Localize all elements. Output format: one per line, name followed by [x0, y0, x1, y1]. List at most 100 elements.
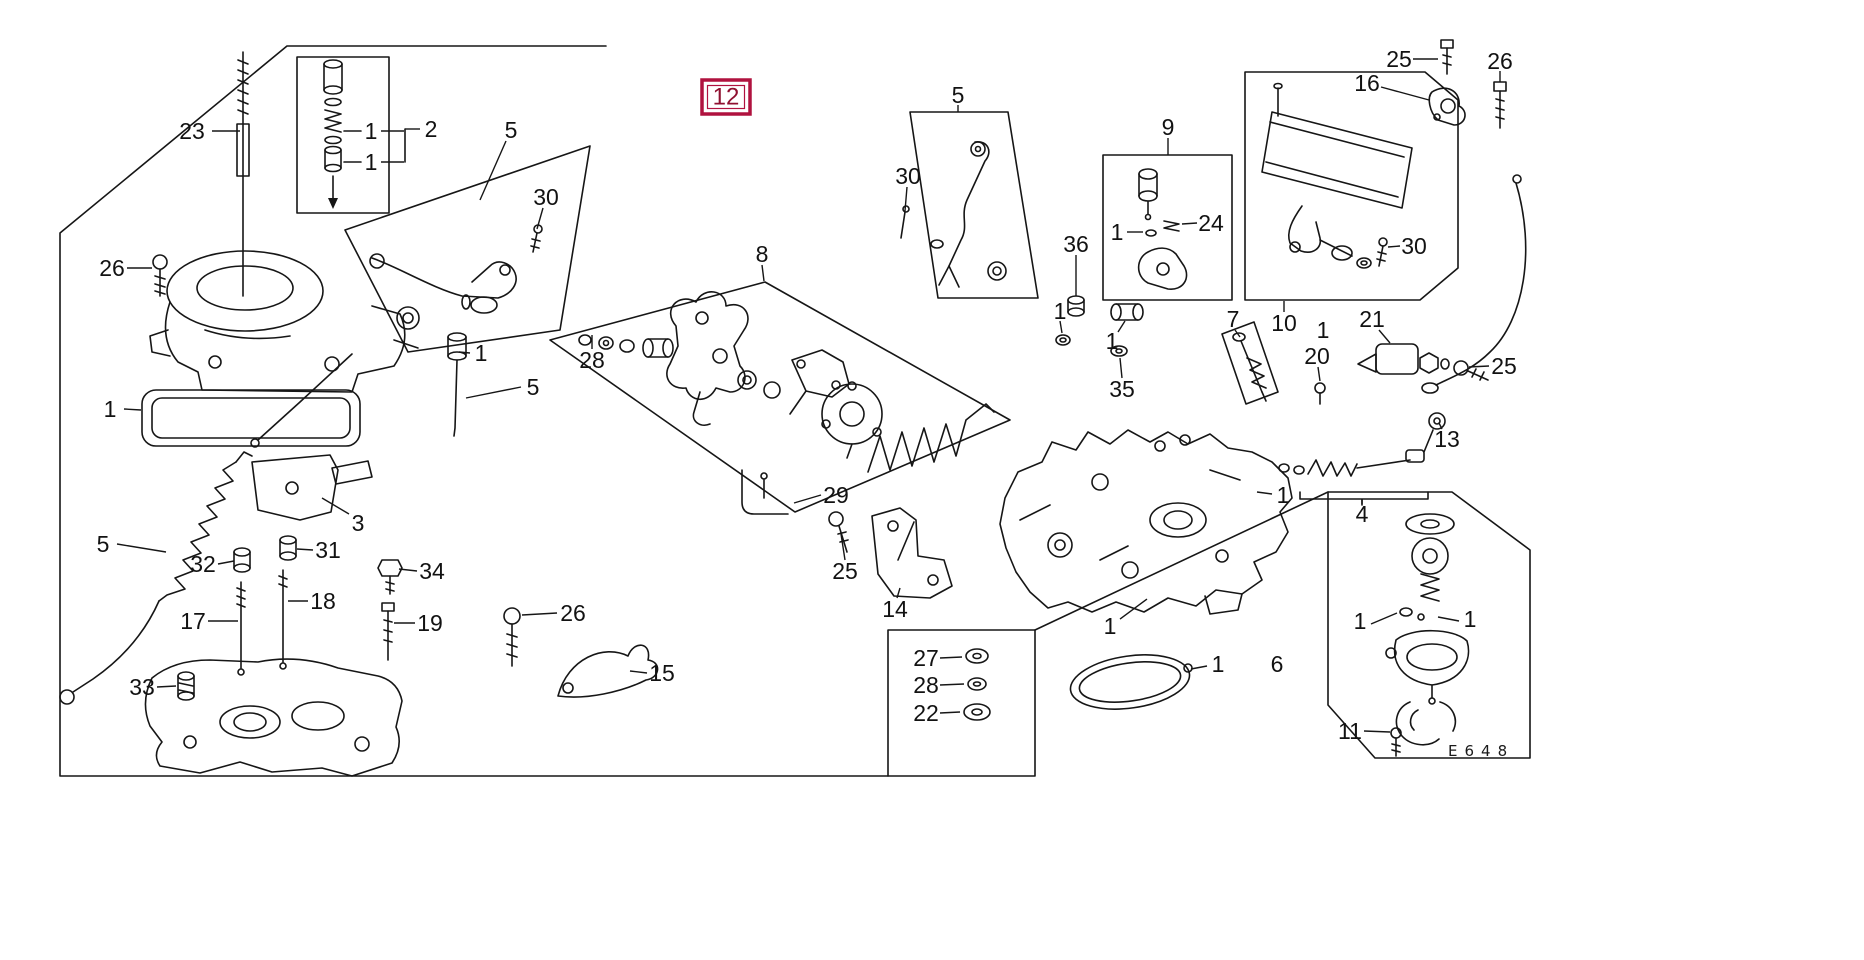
lower-body-and-hardware	[59, 451, 953, 777]
part-callout-34: 34	[419, 558, 445, 584]
part-callout-1h: 1	[1104, 613, 1117, 639]
part-callout-5b: 5	[952, 82, 965, 108]
plunger-box	[1137, 168, 1188, 290]
part-callout-4: 4	[1356, 501, 1369, 527]
part-callout-21: 21	[1359, 306, 1385, 332]
center-choke-assembly	[578, 291, 995, 515]
leader-line-13	[1438, 422, 1443, 430]
part-callout-1m: 1	[1106, 328, 1119, 354]
part-callout-23: 23	[179, 118, 205, 144]
part-callout-11: 11	[1338, 718, 1362, 744]
leader-line-8	[761, 264, 765, 282]
leader-line-30a	[536, 207, 544, 230]
part-callout-1f: 1	[104, 396, 117, 422]
part-callout-26c: 26	[560, 600, 586, 626]
leader-line-34	[398, 568, 418, 572]
callout-bracket-lines	[343, 128, 406, 163]
leader-line-25c	[840, 533, 846, 561]
part-callout-5c: 5	[527, 374, 540, 400]
highlight-box-inner	[706, 84, 746, 110]
leader-line-1f	[123, 408, 142, 411]
leader-line-28b	[939, 683, 965, 686]
leader-line-20	[1317, 366, 1321, 382]
part-callout-26b: 26	[99, 255, 125, 281]
part-callout-32: 32	[190, 551, 216, 577]
leader-line-1l	[1059, 320, 1063, 334]
leader-line-30b	[904, 186, 908, 212]
part-callout-2: 2	[425, 116, 438, 142]
leader-line-33	[156, 685, 177, 688]
part-callout-1b: 1	[365, 149, 378, 175]
leader-line-26c	[521, 612, 558, 616]
part-callout-31: 31	[315, 537, 341, 563]
solenoid-and-linkage	[1232, 332, 1489, 506]
part-callout-1c: 1	[1111, 219, 1124, 245]
leader-line-21	[1378, 329, 1391, 344]
leader-line-31	[296, 548, 314, 551]
part-callout-1k: 1	[1464, 606, 1477, 632]
part-callout-17: 17	[180, 608, 206, 634]
leader-line-27	[939, 656, 963, 659]
part-callout-24: 24	[1198, 210, 1224, 236]
part-callout-5a: 5	[505, 117, 518, 143]
diaphragm-sub-assembly	[1385, 513, 1470, 757]
part-callout-18: 18	[310, 588, 336, 614]
part-callout-26a: 26	[1487, 48, 1513, 74]
part-callout-14: 14	[882, 596, 908, 622]
part-callout-16: 16	[1354, 70, 1380, 96]
stud-and-needle-stack	[236, 51, 343, 297]
leader-line-1e	[458, 351, 471, 354]
leader-line-1k	[1437, 616, 1460, 622]
leader-line-11	[1363, 730, 1391, 733]
part-callout-25c: 25	[832, 558, 858, 584]
carburetor-main-body	[999, 429, 1293, 710]
part-callout-30c: 30	[1401, 233, 1427, 259]
part-callout-35: 35	[1109, 376, 1135, 402]
leader-line-1i	[1190, 665, 1208, 670]
part-callout-22: 22	[913, 700, 939, 726]
part-callout-10: 10	[1271, 310, 1297, 336]
part-callout-13: 13	[1434, 426, 1460, 452]
part-callout-8: 8	[756, 241, 769, 267]
part-callout-25b: 25	[1491, 353, 1517, 379]
leader-line-7	[1234, 329, 1241, 338]
part-callout-36: 36	[1063, 231, 1089, 257]
part-callout-33: 33	[129, 674, 155, 700]
enclosure-outlines	[59, 45, 1531, 777]
part-callout-1e: 1	[475, 340, 488, 366]
part-callout-29: 29	[823, 482, 849, 508]
leader-line-3	[321, 497, 350, 515]
part-callout-5d: 5	[97, 531, 110, 557]
part-callout-3: 3	[352, 510, 365, 536]
part-callout-6: 6	[1271, 651, 1284, 677]
leader-line-32	[217, 560, 235, 565]
leader-line-1h	[1119, 598, 1148, 620]
part-callout-28b: 28	[913, 672, 939, 698]
part-callout-1g: 1	[1277, 482, 1290, 508]
leader-line-15	[629, 670, 648, 674]
leader-line-5a	[479, 140, 507, 201]
choke-lever-box	[900, 141, 1007, 288]
leader-line-29	[793, 494, 822, 504]
part-callout-1i: 1	[1212, 651, 1225, 677]
part-callout-27: 27	[913, 645, 939, 671]
part-callout-1d: 1	[1317, 317, 1330, 343]
part-callout-1l: 1	[1054, 298, 1067, 324]
part-callout-19: 19	[417, 610, 443, 636]
part-callout-7: 7	[1227, 306, 1240, 332]
leader-line-24	[1181, 222, 1198, 225]
part-callout-30a: 30	[533, 184, 559, 210]
leader-line-16	[1380, 86, 1430, 101]
leader-line-25b	[1468, 365, 1490, 368]
leader-line-14	[896, 587, 901, 599]
leader-line-22	[939, 711, 961, 714]
leader-line-30c	[1387, 245, 1401, 248]
leader-line-1j	[1370, 612, 1398, 625]
part-callout-9: 9	[1162, 114, 1175, 140]
small-fittings-cluster	[1055, 295, 1144, 357]
highlighted-part-ref[interactable]: 12	[700, 78, 752, 116]
part-callout-20: 20	[1304, 343, 1330, 369]
part-callout-1a: 1	[365, 118, 378, 144]
